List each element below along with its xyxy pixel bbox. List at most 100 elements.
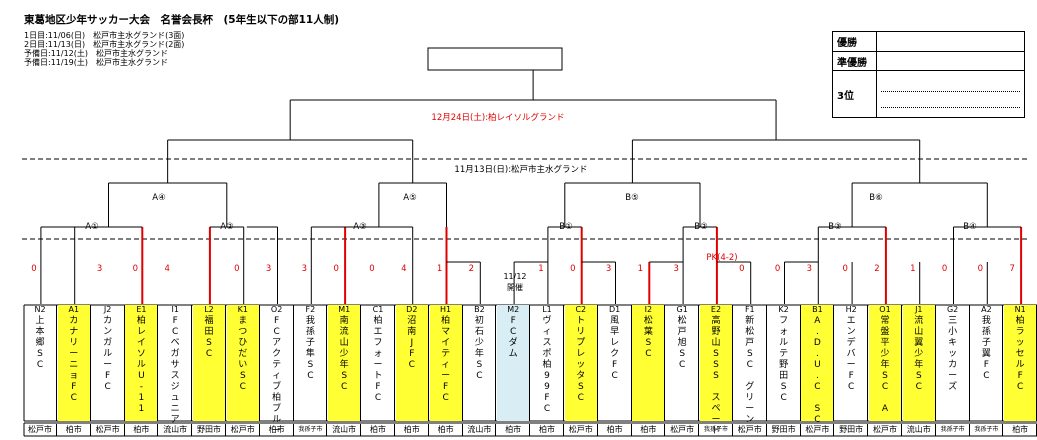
- match-score: 0: [570, 264, 576, 274]
- team-seed: A2: [981, 305, 992, 314]
- team-cell: H2 エ ン デ バ ー F C: [835, 305, 869, 421]
- team-name: F C ベ ガ サ ス ジ ュ ニ ア: [170, 316, 180, 425]
- team-city: 松戸市: [92, 424, 125, 436]
- team-name: 沼 南 J F C: [407, 316, 417, 370]
- team-city: 我孫子市: [937, 424, 970, 436]
- team-name: 三 小 キ ッ カ ー ズ: [948, 316, 958, 392]
- match-score: 4: [164, 264, 170, 274]
- team-city: 柏市: [396, 424, 429, 436]
- team-cell: F2 我 孫 子 隼 S C: [294, 305, 328, 421]
- team-name: 流 山 翼 少 年 S C: [914, 316, 924, 392]
- team-seed: I2: [644, 305, 653, 314]
- match-score: 0: [842, 264, 848, 274]
- team-name: 福 田 S C: [204, 316, 214, 359]
- team-city: 我孫子市: [970, 424, 1004, 436]
- match-label-b6: B⑥: [869, 193, 883, 203]
- match-score: 0: [369, 264, 375, 274]
- match-label-b3: B③: [828, 222, 842, 232]
- match-score: 3: [605, 264, 612, 274]
- pk-result: PK(4-2): [706, 253, 738, 263]
- round2-venue: 11月13日(日):松戸市主水グランド: [454, 163, 588, 175]
- team-seed: H2: [845, 305, 857, 314]
- team-name: 柏 エ フ ォ ー ト F C: [373, 316, 383, 403]
- team-seed: O2: [270, 305, 283, 314]
- team-seed: B2: [474, 305, 485, 314]
- team-seed: M2: [507, 305, 520, 314]
- team-seed: F1: [744, 305, 755, 314]
- team-seed: E1: [136, 305, 147, 314]
- team-city: 柏市: [1004, 424, 1037, 436]
- schedule-reserve2: 予備日:11/19(土) 松戸市主水グランド: [24, 58, 168, 67]
- team-seed: I1: [171, 305, 179, 314]
- match-score: 1: [436, 264, 443, 274]
- match-score: 0: [333, 264, 339, 274]
- team-name: カ ナ リ ー ニ ョ F C: [69, 316, 79, 403]
- match-score: 3: [265, 264, 272, 274]
- team-seed: H1: [440, 305, 452, 314]
- team-seed: J2: [103, 305, 112, 314]
- team-seed: E2: [710, 305, 722, 314]
- team-name: カ ン ガ ル ー F C: [103, 316, 113, 392]
- team-name: 柏 レ イ ソ ル U - 1 1: [136, 316, 146, 414]
- match-label-a3: A③: [353, 222, 367, 232]
- match-label-a4: A④: [152, 193, 166, 203]
- team-city: 流山市: [463, 424, 497, 436]
- team-city: 松戸市: [666, 424, 700, 436]
- team-cell: I1 F C ベ ガ サ ス ジ ュ ニ ア: [159, 305, 193, 425]
- team-city: 柏市: [599, 424, 632, 436]
- team-seed: L1: [542, 305, 552, 314]
- rescheduled-note: 11/12 開催: [503, 272, 527, 292]
- team-name: 上 本 郷 S C: [35, 316, 45, 370]
- match-score: 2: [468, 264, 475, 274]
- team-name: フ ォ ル テ 野 田 S C: [779, 316, 789, 403]
- team-cell: E1 柏 レ イ ソ ル U - 1 1: [125, 305, 159, 421]
- team-city: 柏市: [430, 424, 463, 436]
- match-label-a1: A①: [85, 222, 99, 232]
- team-seed: F2: [305, 305, 316, 314]
- team-city: 我孫子市: [700, 424, 733, 436]
- match-score: 2: [874, 264, 880, 274]
- team-seed: L2: [204, 305, 214, 314]
- match-label-b2: B②: [694, 222, 708, 232]
- team-seed: D2: [406, 305, 418, 314]
- winner-value: [876, 31, 1025, 52]
- team-city: 柏市: [632, 424, 666, 436]
- team-city: 我孫子市: [294, 424, 328, 436]
- team-seed: A1: [68, 305, 80, 314]
- team-name: 初 石 少 年 S C: [474, 316, 484, 381]
- third-value: [876, 70, 1025, 118]
- team-city: 野田市: [768, 424, 801, 436]
- team-name: 我 孫 子 翼 F C: [981, 316, 991, 381]
- team-name: 我 孫 子 隼 S C: [305, 316, 315, 381]
- team-city: 流山市: [159, 424, 193, 436]
- team-cell: A2 我 孫 子 翼 F C: [970, 305, 1004, 421]
- team-name: 柏 ラ ッ セ ル F C: [1015, 316, 1025, 392]
- team-city: 松戸市: [734, 424, 767, 436]
- team-name: 高 野 山 S S S ス ペ ー ド: [711, 316, 721, 436]
- team-city: 松戸市: [227, 424, 260, 436]
- team-seed: O1: [879, 305, 891, 314]
- match-label-a5: A⑤: [403, 193, 417, 203]
- team-seed: K2: [778, 305, 789, 314]
- match-score: 3: [96, 264, 103, 274]
- match-score: 4: [401, 264, 407, 274]
- team-city: 流山市: [903, 424, 936, 436]
- match-label-b1: B①: [559, 222, 573, 232]
- match-score: 3: [301, 264, 308, 274]
- team-city: 松戸市: [24, 424, 57, 436]
- schedule-reserve1: 予備日:11/12(土) 松戸市主水グランド: [24, 49, 168, 58]
- team-name: エ ン デ バ ー F C: [846, 316, 856, 392]
